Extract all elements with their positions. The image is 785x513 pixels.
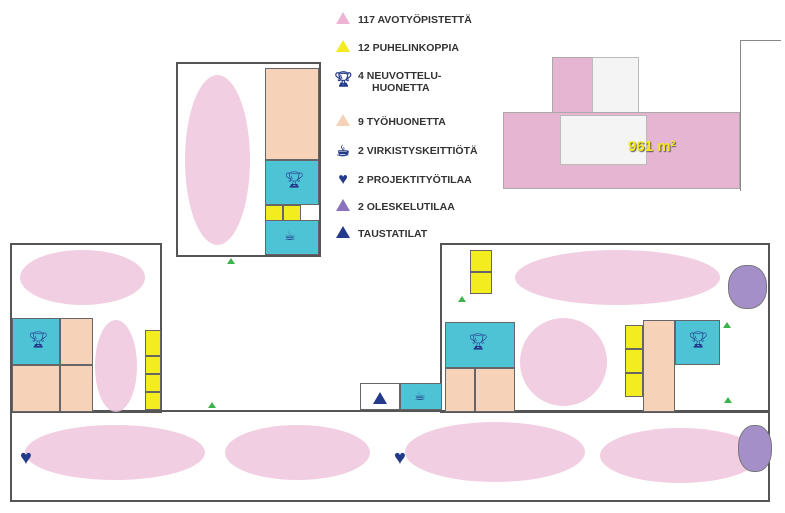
trophy-icon: 🏆︎	[334, 71, 354, 88]
trophy-icon: 🏆︎	[28, 332, 49, 349]
phone-booth	[145, 356, 161, 374]
office-room	[475, 368, 515, 412]
navy-triangle-icon	[334, 226, 352, 241]
phone-booth	[145, 330, 161, 356]
phone-booth	[145, 374, 161, 392]
support-space	[360, 383, 400, 410]
legend-item-kitchens: ☕︎2 VIRKISTYSKEITTIÖTÄ	[334, 142, 477, 160]
purple-triangle-icon	[334, 199, 352, 214]
meeting-room: 🏆︎	[445, 322, 515, 368]
legend-item-open-workstations: 117 AVOTYÖPISTETTÄ	[334, 12, 472, 27]
heart-icon: ♥	[394, 447, 406, 469]
lounge-area	[738, 425, 772, 472]
heart-icon: ♥	[20, 447, 32, 469]
meeting-room: 🏆︎	[675, 320, 720, 365]
open-workstation-zone	[520, 318, 607, 406]
phone-booth	[625, 373, 643, 397]
open-workstation-zone	[20, 250, 145, 305]
office-room	[60, 318, 93, 365]
kitchen: ☕︎	[265, 220, 319, 255]
phone-booth	[625, 325, 643, 349]
exit-marker-icon	[208, 402, 216, 408]
office-room	[12, 365, 60, 412]
legend-item-project-spaces: ♥2 PROJEKTITYÖTILAA	[334, 171, 472, 189]
coffee-cup-icon: ☕︎	[284, 228, 296, 243]
peach-triangle-icon	[334, 114, 352, 129]
exit-marker-icon	[227, 258, 235, 264]
legend-item-meeting-rooms: 🏆︎4 NEUVOTTELU-HUONETTA	[334, 70, 442, 94]
west-wing-wall	[10, 243, 162, 413]
phone-booth	[470, 272, 492, 294]
open-workstation-zone	[225, 425, 370, 480]
phone-booth	[145, 392, 161, 410]
open-workstation-zone	[405, 422, 585, 482]
heart-icon: ♥	[338, 171, 348, 188]
support-space-icon	[373, 392, 387, 404]
kitchen: ☕︎	[400, 383, 442, 410]
legend-item-offices: 9 TYÖHUONETTA	[334, 114, 446, 129]
east-wing-wall	[440, 243, 770, 413]
lounge-area	[728, 265, 767, 309]
open-workstation-zone	[600, 428, 760, 483]
open-workstation-zone	[25, 425, 205, 480]
trophy-icon: 🏆︎	[284, 172, 305, 189]
legend-item-phone-booths: 12 PUHELINKOPPIA	[334, 40, 459, 55]
trophy-icon: 🏆︎	[688, 332, 709, 349]
legend-item-lounges: 2 OLESKELUTILAA	[334, 199, 455, 214]
coffee-cup-icon: ☕︎	[336, 143, 350, 160]
exit-marker-icon	[723, 322, 731, 328]
open-workstation-zone	[95, 320, 137, 412]
phone-booth	[625, 349, 643, 373]
phone-booth	[470, 250, 492, 272]
office-room	[445, 368, 475, 412]
yellow-triangle-icon	[334, 40, 352, 55]
coffee-cup-icon: ☕︎	[414, 388, 426, 403]
exit-marker-icon	[458, 296, 466, 302]
exit-marker-icon	[724, 397, 732, 403]
office-room	[265, 68, 319, 160]
office-room	[643, 320, 675, 412]
meeting-room: 🏆︎	[265, 160, 319, 205]
open-workstation-zone	[515, 250, 720, 305]
meeting-room: 🏆︎	[12, 318, 60, 365]
trophy-icon: 🏆︎	[468, 334, 489, 351]
north-wing-wall	[176, 62, 321, 257]
area-label: 961 m²	[628, 138, 676, 155]
legend-item-support-spaces: TAUSTATILAT	[334, 226, 427, 241]
pink-triangle-icon	[334, 12, 352, 27]
open-workstation-zone	[185, 75, 250, 245]
office-room	[60, 365, 93, 412]
